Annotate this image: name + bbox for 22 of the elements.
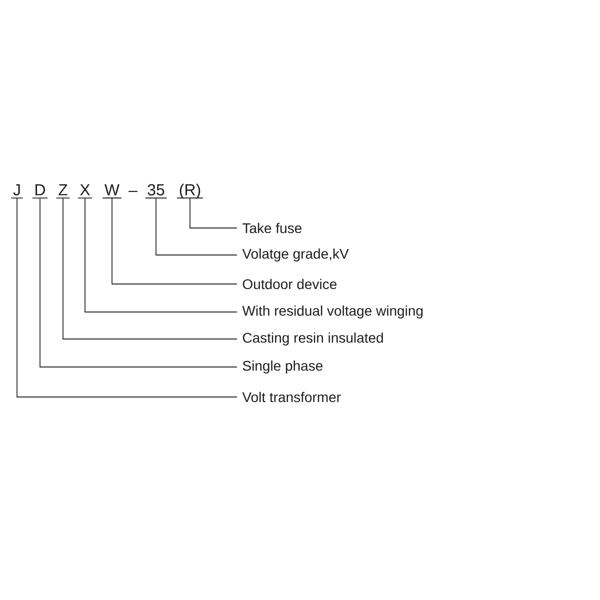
meaning-text: Take fuse xyxy=(242,222,302,234)
leader-line xyxy=(112,198,238,284)
leader-line xyxy=(156,198,238,256)
code-letter: X xyxy=(77,184,93,198)
meaning-text: Casting resin insulated xyxy=(242,332,383,346)
meaning-text: Outdoor device xyxy=(242,278,336,290)
code-letter: (R) xyxy=(176,184,204,199)
leader-line xyxy=(62,198,238,340)
code-letter: Z xyxy=(56,184,70,198)
leader-line xyxy=(40,198,238,368)
meaning-text: Volt transformer xyxy=(242,392,341,402)
leader-line xyxy=(84,198,238,312)
meaning-text: Single phase xyxy=(242,360,322,374)
leader-line xyxy=(16,198,238,398)
code-letter: J xyxy=(10,184,24,198)
meaning-text: With residual voltage winging xyxy=(242,305,423,319)
code-letter: W xyxy=(102,184,122,198)
meaning-text: Volatge grade,kV xyxy=(242,248,349,262)
code-letter: D xyxy=(32,184,48,198)
code-letter: 35 xyxy=(144,184,168,198)
leader-line xyxy=(190,198,238,228)
code-dash: – xyxy=(128,190,138,192)
